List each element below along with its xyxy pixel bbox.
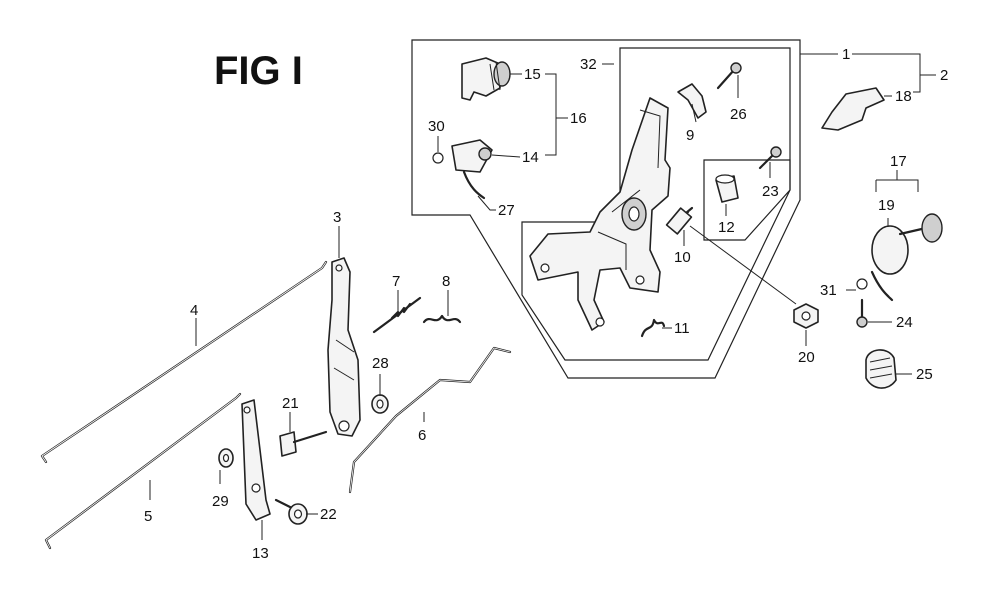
bracket-17 — [875, 170, 919, 192]
part-23-bolt — [758, 146, 782, 170]
part-29-washer — [218, 448, 234, 468]
callout-31: 31 — [820, 282, 837, 299]
part-9-lever — [677, 83, 707, 119]
part-22-nut — [274, 498, 308, 525]
part-18-clip — [821, 87, 885, 131]
callout-6: 6 — [418, 427, 426, 444]
part-7-spring — [372, 296, 422, 334]
callout-27: 27 — [498, 202, 515, 219]
part-30-washer — [432, 152, 444, 164]
callout-5: 5 — [144, 508, 152, 525]
part-6-linkage-rod — [348, 346, 512, 494]
subassembly-box-12-23 — [703, 159, 791, 241]
part-13-lever — [241, 399, 271, 521]
bracket-1-2 — [800, 53, 921, 93]
part-24-screw — [856, 298, 868, 328]
callout-7: 7 — [392, 273, 400, 290]
callout-23: 23 — [762, 183, 779, 200]
part-32-control-bracket — [529, 97, 671, 331]
callout-8: 8 — [442, 273, 450, 290]
callout-12: 12 — [718, 219, 735, 236]
callout-2: 2 — [940, 67, 948, 84]
leader-lines — [149, 63, 912, 540]
callout-17: 17 — [890, 153, 907, 170]
part-11-spring — [640, 318, 666, 338]
callout-26: 26 — [730, 106, 747, 123]
callout-32: 32 — [580, 56, 597, 73]
callout-4: 4 — [190, 302, 198, 319]
callout-9: 9 — [686, 127, 694, 144]
callout-14: 14 — [522, 149, 539, 166]
part-21-bolt — [279, 430, 328, 457]
part-20-nut — [793, 303, 819, 329]
assembly-outline-32 — [521, 47, 791, 361]
part-12-collar — [715, 174, 739, 203]
part-10-spring — [665, 206, 694, 235]
figure-title: FIG I — [214, 49, 303, 93]
callout-11: 11 — [674, 320, 690, 337]
callout-18: 18 — [895, 88, 912, 105]
assembly-outline-1 — [411, 39, 801, 379]
part-15-switch-body — [461, 57, 511, 101]
part-25-clip — [865, 349, 897, 389]
part-31-washer — [856, 278, 868, 290]
part-5-governor-rod — [44, 392, 242, 550]
callout-19: 19 — [878, 197, 895, 214]
part-4-control-rod — [40, 260, 328, 464]
callout-13: 13 — [252, 545, 269, 562]
callout-22: 22 — [320, 506, 337, 523]
callout-29: 29 — [212, 493, 229, 510]
part-26-screw — [716, 62, 742, 90]
callout-16: 16 — [570, 110, 587, 127]
part-8-spring — [422, 314, 462, 324]
part-14-stop-switch — [432, 139, 493, 200]
callout-15: 15 — [524, 66, 541, 83]
bracket-16 — [545, 73, 568, 156]
part-28-nut — [371, 394, 389, 414]
part-3-governor-arm — [327, 257, 361, 437]
callout-30: 30 — [428, 118, 445, 135]
callout-28: 28 — [372, 355, 389, 372]
callout-25: 25 — [916, 366, 933, 383]
callout-24: 24 — [896, 314, 913, 331]
callout-3: 3 — [333, 209, 341, 226]
part-19-choke-knob — [870, 213, 943, 302]
callout-20: 20 — [798, 349, 815, 366]
callout-10: 10 — [674, 249, 691, 266]
callout-21: 21 — [282, 395, 299, 412]
callout-1: 1 — [842, 46, 850, 63]
